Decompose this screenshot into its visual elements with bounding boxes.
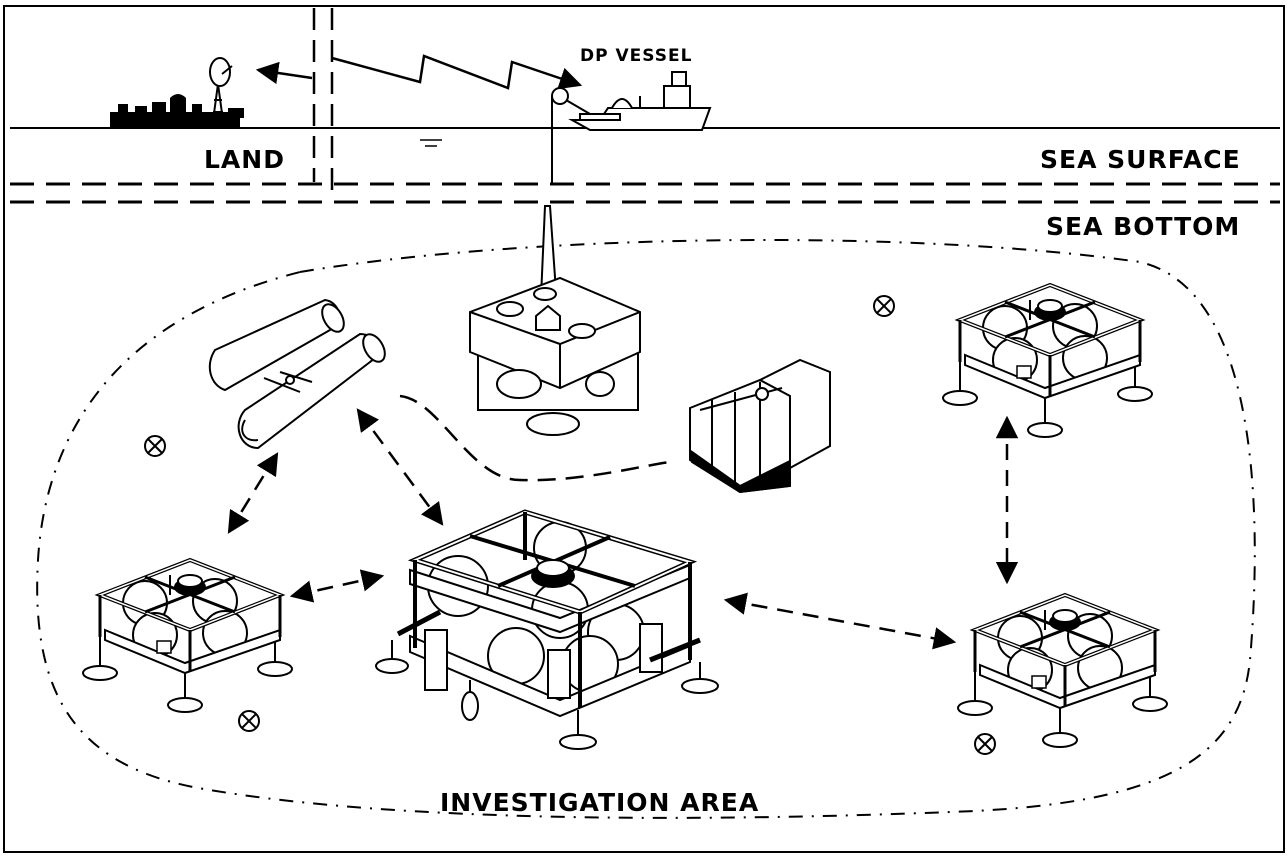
radio-link-icon <box>332 56 580 88</box>
sea-surface-label: SEA SURFACE <box>1040 145 1241 174</box>
garage-cage-icon <box>690 360 830 492</box>
target-marker-icon-2 <box>145 436 165 456</box>
land-comm-arrow <box>258 70 312 78</box>
sea-bottom-label: SEA BOTTOM <box>1046 212 1240 241</box>
target-marker-icon-3 <box>239 711 259 731</box>
sensor-station-icon-top-right <box>943 285 1152 437</box>
vessel-icon <box>572 72 710 130</box>
land-boundary <box>314 8 332 200</box>
comm-arrow-left-central <box>292 576 382 596</box>
comm-arrow-auv-central <box>358 410 442 524</box>
comm-arrow-central-right <box>726 600 954 642</box>
comm-arrow-auv-left-station <box>229 454 277 532</box>
target-marker-icon-1 <box>874 296 894 316</box>
dp-vessel-label: DP VESSEL <box>580 46 692 66</box>
tether-management-icon <box>470 206 640 435</box>
sensor-station-icon-bottom-right <box>958 595 1167 747</box>
central-station-icon <box>376 512 718 749</box>
land-label: LAND <box>204 145 285 174</box>
sensor-station-icon-left <box>83 560 292 712</box>
winch-icon <box>552 88 590 114</box>
investigation-area-label: INVESTIGATION AREA <box>440 788 759 817</box>
sea-surface-boundary <box>10 184 1280 202</box>
auv-twin-hull-icon <box>210 300 389 448</box>
target-marker-icon-4 <box>975 734 995 754</box>
outer-border <box>4 6 1284 852</box>
